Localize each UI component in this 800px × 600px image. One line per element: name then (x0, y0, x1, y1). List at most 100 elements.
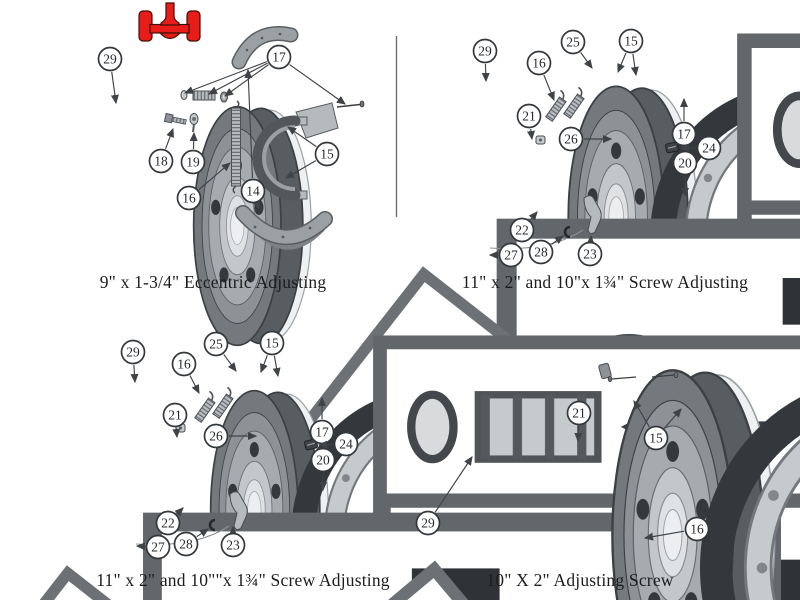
callout-number-25: 25 (566, 35, 580, 50)
callout-circle-22 (155, 510, 181, 536)
anchor-pins (598, 362, 679, 382)
callout-leader-line (580, 52, 593, 69)
hold-down-pin (336, 100, 365, 108)
callout-number-28: 28 (179, 537, 193, 552)
callout-number-17: 17 (677, 127, 691, 142)
callout-leader-line (207, 62, 268, 95)
eccentric-bolt (163, 112, 187, 125)
callout-circle-24 (696, 135, 722, 161)
callout-circle-15 (643, 425, 669, 451)
callout-leader-line (260, 354, 268, 374)
callout-number-29: 29 (421, 516, 435, 531)
callout-number-24: 24 (702, 141, 716, 156)
callout-number-29: 29 (103, 52, 117, 67)
callout-leader-line (289, 64, 346, 105)
callout-number-15: 15 (320, 147, 334, 162)
callout-number-18: 18 (154, 154, 168, 169)
callout-number-16: 16 (690, 522, 704, 537)
callout-leader-line (130, 364, 139, 384)
callout-circle-23 (220, 532, 246, 558)
callout-number-22: 22 (515, 223, 529, 238)
callout-leader-line (630, 53, 639, 77)
callout-number-22: 22 (161, 516, 175, 531)
callout-circle-27 (498, 242, 524, 268)
panel-caption-adjusting-screw: 10" X 2" Adjusting Screw (486, 570, 673, 590)
callout-leader-line (165, 127, 174, 150)
callout-number-21: 21 (572, 406, 586, 421)
return-spring-long (231, 100, 241, 194)
shoe-return-springs (545, 86, 585, 122)
callout-number-15: 15 (624, 34, 638, 49)
callout-number-16: 16 (532, 56, 546, 71)
callout-number-16: 16 (182, 191, 196, 206)
callout-leader-line (196, 528, 209, 538)
callout-circle-16 (526, 50, 552, 76)
callout-leader-line (198, 162, 231, 190)
callout-circle-23 (577, 241, 603, 267)
callout-number-23: 23 (583, 247, 597, 262)
callout-circle-26 (203, 423, 229, 449)
callout-leader-line (272, 355, 281, 378)
callout-circle-26 (558, 126, 584, 152)
callout-circle-25 (203, 331, 229, 357)
callout-leader-line (287, 126, 317, 148)
callout-circle-15 (618, 28, 644, 54)
callout-circle-24 (333, 431, 359, 457)
callout-leader-line (551, 235, 564, 245)
callout-number-20: 20 (316, 453, 330, 468)
axle-stem (160, 2, 180, 26)
callout-leader-line (617, 52, 627, 74)
callout-leader-line (224, 64, 269, 97)
panel-caption-screw-bottom: 11" x 2" and 10""x 1¾" Screw Adjusting (96, 570, 390, 590)
shoe-return-springs (194, 386, 234, 423)
callout-circle-15 (259, 330, 285, 356)
callout-circle-19 (180, 149, 206, 175)
callout-leader-line (174, 507, 184, 517)
callout-leader-line (643, 530, 685, 541)
callout-circle-22 (509, 217, 535, 243)
callout-circle-29 (120, 339, 146, 365)
axle-bar (149, 23, 190, 34)
callout-number-24: 24 (339, 437, 353, 452)
callout-number-17: 17 (272, 50, 286, 65)
callout-circle-29 (472, 38, 498, 64)
callout-circle-15 (314, 141, 340, 167)
adjuster-lever (229, 491, 248, 531)
callout-leader-line (528, 211, 538, 221)
callout-circle-18 (148, 148, 174, 174)
callout-circle-29 (97, 46, 123, 72)
callout-number-21: 21 (168, 408, 182, 423)
callout-leader-line (434, 456, 473, 513)
callout-circle-29 (415, 510, 441, 536)
callout-circle-28 (173, 531, 199, 557)
adjuster-lever (583, 195, 602, 235)
callout-number-14: 14 (246, 184, 260, 199)
callout-circle-25 (560, 29, 586, 55)
callout-number-20: 20 (678, 156, 692, 171)
callout-number-15: 15 (265, 336, 279, 351)
callout-circle-20 (310, 447, 336, 473)
panel-screw-adjusting-bottom: 11" x 2" and 10""x 1¾" Screw Adjusting 2… (0, 330, 800, 600)
callout-number-29: 29 (478, 44, 492, 59)
callout-leader-line (285, 160, 317, 179)
retainer-clip-small (535, 135, 546, 145)
callout-number-29: 29 (126, 345, 140, 360)
panel-caption-eccentric: 9" x 1-3/4" Eccentric Adjusting (100, 272, 327, 292)
callout-number-27: 27 (151, 540, 165, 555)
callout-leader-line (317, 440, 334, 449)
callout-circle-20 (672, 150, 698, 176)
callout-leader-line (526, 128, 535, 141)
callout-leader-line (664, 408, 682, 429)
brake-shoe-top (231, 26, 299, 70)
hold-down-parts (180, 90, 228, 103)
callout-circle-16 (684, 516, 710, 542)
callout-leader-line (223, 354, 237, 372)
